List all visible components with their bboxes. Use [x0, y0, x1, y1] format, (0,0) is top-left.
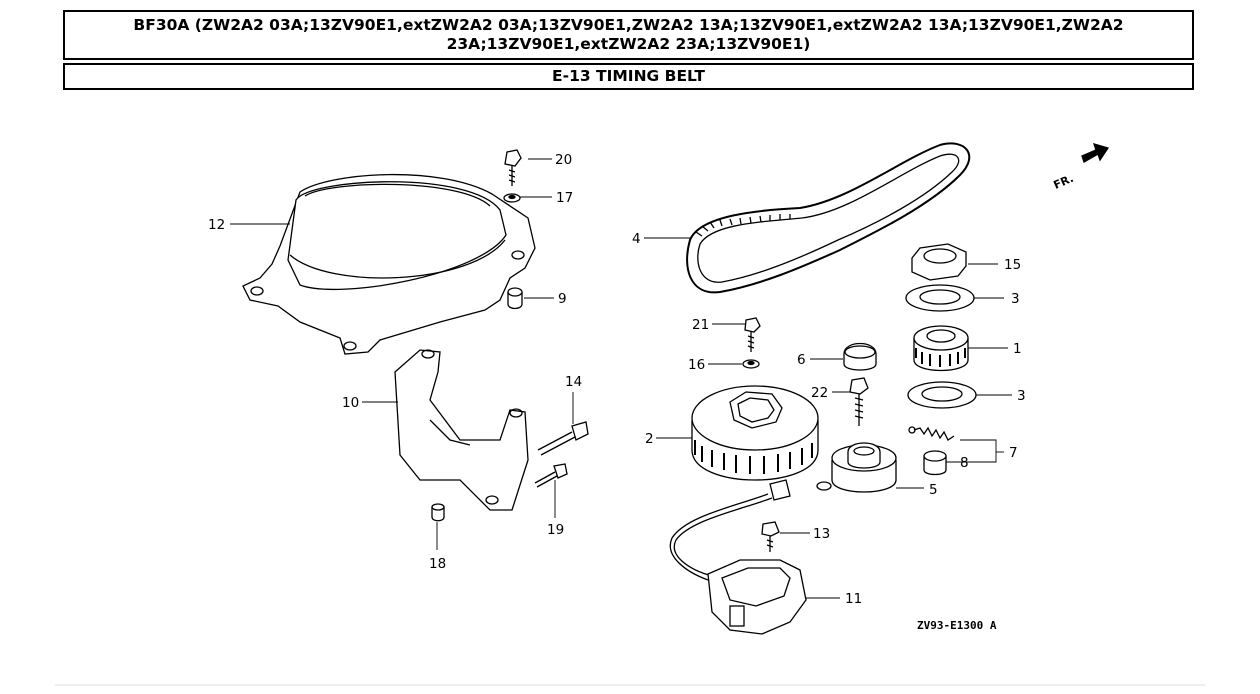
part-7-spring[interactable]: [908, 426, 955, 441]
part-9-collar[interactable]: [507, 287, 523, 310]
callout-15: 15: [1004, 257, 1021, 273]
part-2-pulley[interactable]: [691, 385, 819, 481]
callout-17: 17: [556, 190, 573, 206]
callout-9: 9: [558, 291, 567, 307]
callout-6: 6: [797, 352, 806, 368]
callout-7: 7: [1009, 445, 1018, 461]
callout-14: 14: [565, 374, 582, 390]
callout-10: 10: [342, 395, 359, 411]
callout-3-lower: 3: [1017, 388, 1026, 404]
part-17-washer[interactable]: [503, 193, 521, 203]
callout-4: 4: [632, 231, 641, 247]
diagram-code: ZV93-E1300 A: [917, 619, 997, 632]
callout-2: 2: [645, 431, 654, 447]
callout-8: 8: [960, 455, 969, 471]
callout-13: 13: [813, 526, 830, 542]
leader-lines: [230, 158, 1012, 599]
part-19-bolt[interactable]: [534, 463, 568, 488]
part-16-washer[interactable]: [742, 359, 760, 369]
part-12-pulley-cover[interactable]: [242, 173, 536, 355]
part-6-cap[interactable]: [843, 342, 877, 371]
part-3-washer-upper[interactable]: [905, 284, 975, 312]
callout-12: 12: [208, 217, 225, 233]
part-18-dowel[interactable]: [431, 503, 445, 522]
part-13-bolt[interactable]: [761, 521, 780, 552]
part-3-washer-lower[interactable]: [907, 381, 977, 409]
callout-18: 18: [429, 556, 446, 572]
callout-22: 22: [811, 385, 828, 401]
callout-16: 16: [688, 357, 705, 373]
part-11-pulser-coil[interactable]: [669, 479, 807, 635]
callout-1: 1: [1013, 341, 1022, 357]
callout-20: 20: [555, 152, 572, 168]
callout-19: 19: [547, 522, 564, 538]
part-15-nut[interactable]: [911, 243, 967, 281]
part-22-bolt[interactable]: [849, 377, 869, 426]
fr-label: FR.: [1052, 172, 1076, 192]
callout-11: 11: [845, 591, 862, 607]
part-21-bolt[interactable]: [744, 317, 761, 352]
part-4-timing-belt[interactable]: [686, 142, 971, 294]
callout-5: 5: [929, 482, 938, 498]
callout-21: 21: [692, 317, 709, 333]
callout-numbers: 20 17 12 9 10 14 19 18 4 15 3 1 3 21 16 …: [208, 152, 1075, 632]
part-20-bolt[interactable]: [504, 149, 522, 186]
section-title: E-13 TIMING BELT: [63, 63, 1194, 90]
part-14-bolt[interactable]: [537, 421, 589, 456]
part-10-bracket[interactable]: [394, 349, 529, 511]
callout-3-upper: 3: [1011, 291, 1020, 307]
part-8-collar[interactable]: [923, 450, 947, 476]
front-direction-arrow: [1081, 143, 1110, 163]
part-1-gear[interactable]: [913, 325, 969, 372]
footer-divider: [55, 684, 1205, 686]
model-header: BF30A (ZW2A2 03A;13ZV90E1,extZW2A2 03A;1…: [63, 10, 1194, 60]
part-5-tensioner[interactable]: [816, 442, 897, 493]
